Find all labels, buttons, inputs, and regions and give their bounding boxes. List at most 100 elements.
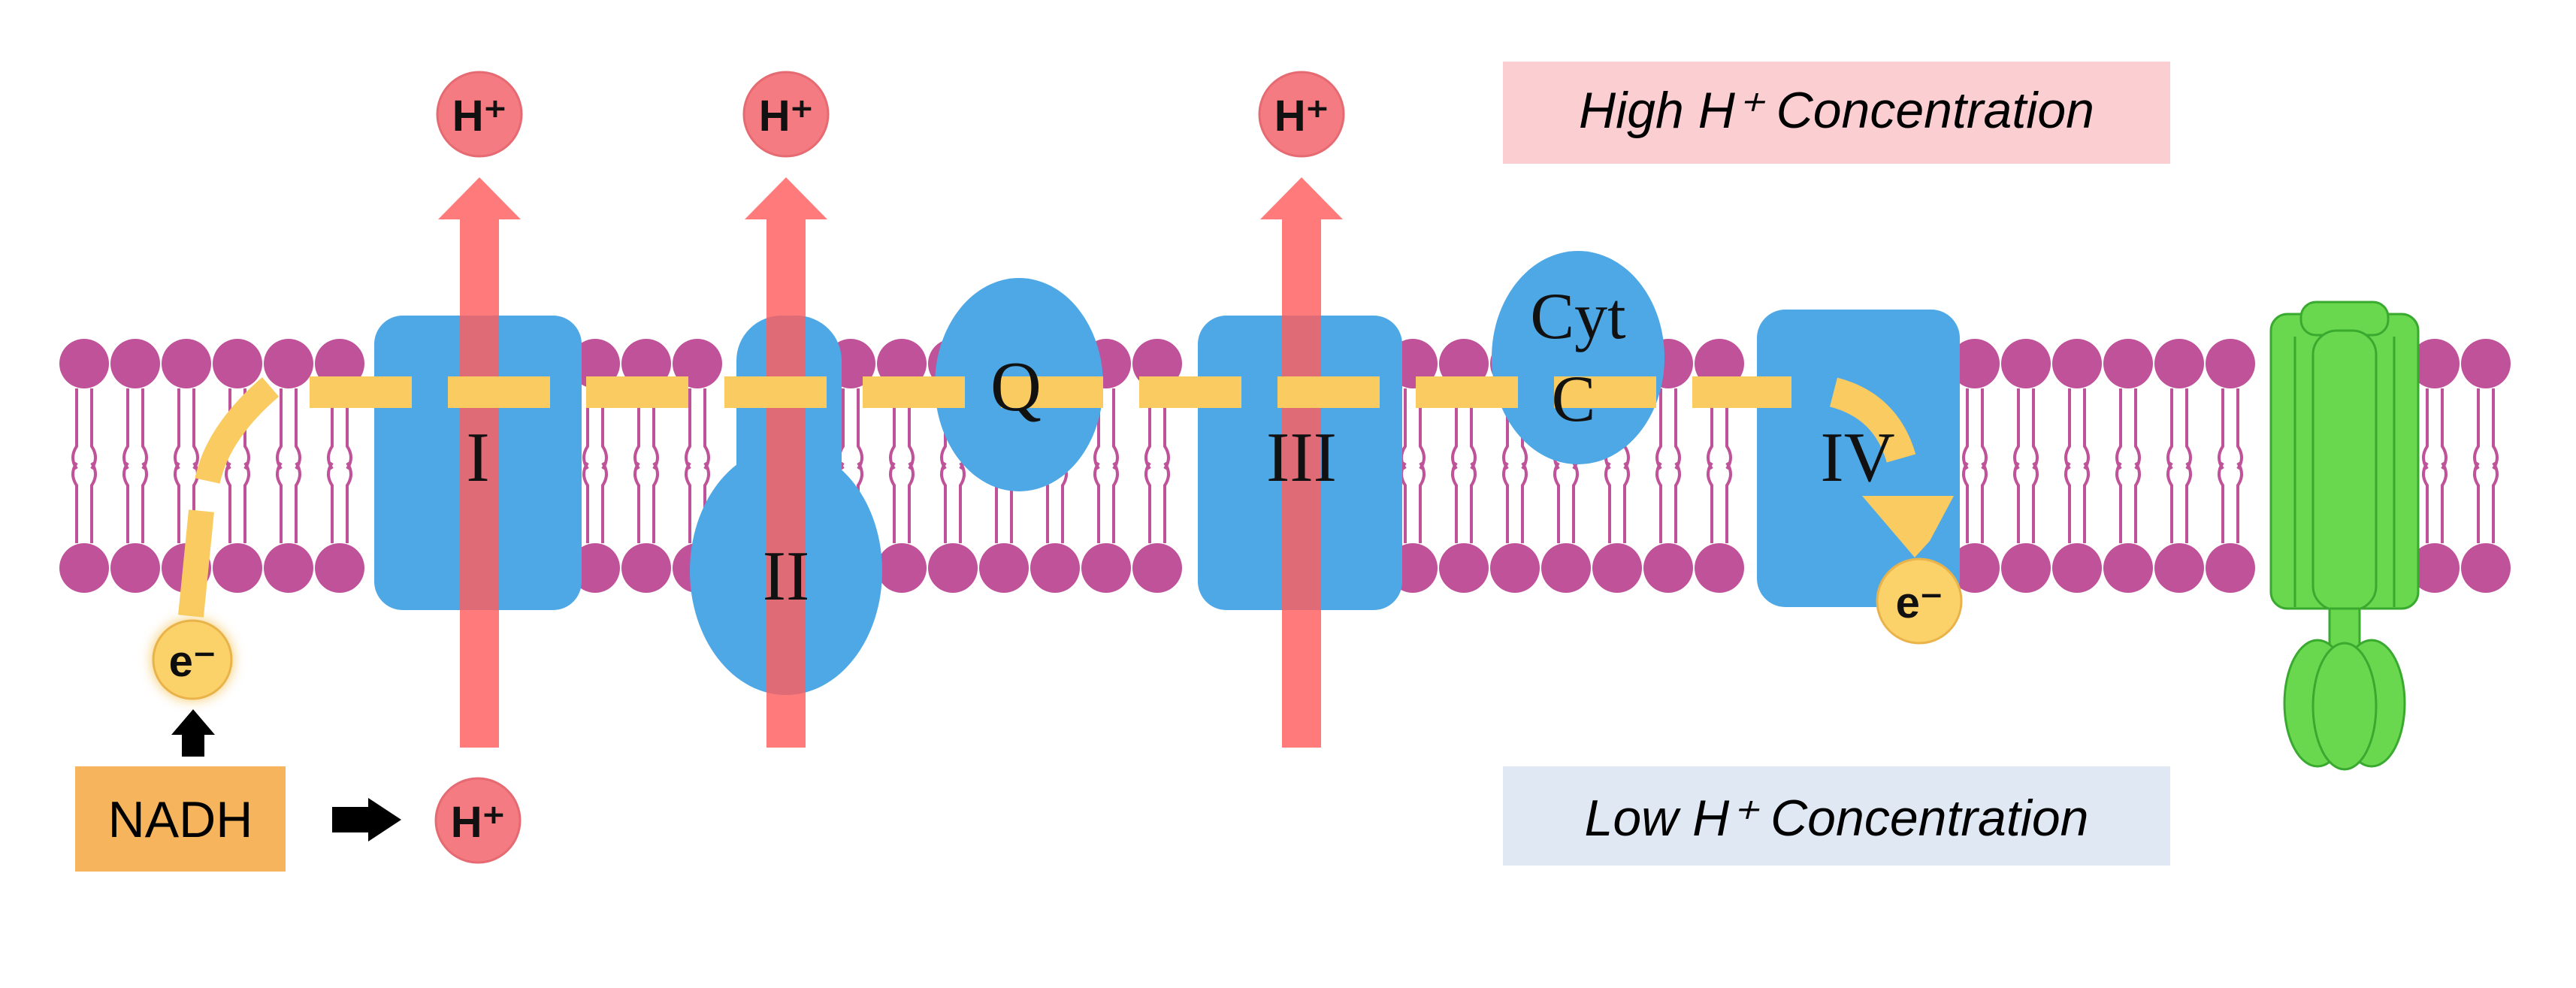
phospholipid-head <box>2461 339 2511 388</box>
phospholipid-head <box>2001 339 2051 388</box>
phospholipid-head <box>877 543 927 593</box>
phospholipid-head <box>213 543 262 593</box>
phospholipid-head <box>1439 543 1489 593</box>
phospholipid-tail <box>1093 388 1100 543</box>
phospholipid-head <box>2154 339 2204 388</box>
phospholipid-tail <box>1655 388 1662 543</box>
phospholipid-tail <box>2422 388 2429 543</box>
phospholipid-tail <box>889 388 896 543</box>
phospholipid-head <box>877 339 927 388</box>
phospholipid-head <box>110 543 160 593</box>
phospholipid-head <box>1439 339 1489 388</box>
phospholipid-tail <box>2166 388 2173 543</box>
phospholipid-tail <box>1502 388 1509 543</box>
phospholipid-head <box>979 543 1029 593</box>
phospholipid-tail <box>1112 388 1119 543</box>
low-concentration-box: Low H⁺ Concentration <box>1503 766 2170 866</box>
proton-badge-top-1-text: H⁺ <box>452 92 507 140</box>
phospholipid-tail <box>652 388 659 543</box>
phospholipid-tail <box>1419 388 1426 543</box>
phospholipid-head <box>2052 543 2102 593</box>
phospholipid-head <box>2206 543 2255 593</box>
phospholipid-head <box>2001 543 2051 593</box>
phospholipid-head <box>1132 543 1182 593</box>
phospholipid-tail <box>295 388 301 543</box>
phospholipid-tail <box>141 388 148 543</box>
phospholipid-tail <box>2441 388 2448 543</box>
phospholipid-head <box>570 339 620 388</box>
phospholipid-tail <box>1962 388 1969 543</box>
phospholipid-head <box>2154 543 2204 593</box>
phospholipid-head <box>2461 543 2511 593</box>
proton-arrow-3 <box>1260 177 1343 748</box>
complex-iv-label: IV <box>1820 418 1894 497</box>
proton-arrow-2 <box>745 177 827 748</box>
electron-exit-path <box>1829 377 1916 464</box>
phospholipid-tail <box>276 388 283 543</box>
phospholipid-tail <box>601 388 608 543</box>
phospholipid-tail <box>2492 388 2499 543</box>
proton-badge-top-2-text: H⁺ <box>759 92 814 140</box>
phospholipid-head <box>2103 339 2153 388</box>
nadh-box: NADH <box>75 766 286 872</box>
electron-badge-entry: e⁻ <box>152 619 233 700</box>
phospholipid-head <box>2206 339 2255 388</box>
nadh-label: NADH <box>108 791 253 848</box>
phospholipid-head <box>2410 543 2460 593</box>
phospholipid-tail <box>174 388 180 543</box>
high-concentration-box: High H⁺ Concentration <box>1503 62 2170 164</box>
right-arrow-icon <box>332 798 401 841</box>
phospholipid-head <box>1695 543 1744 593</box>
phospholipid-head <box>621 543 671 593</box>
complex-iii-label: III <box>1266 418 1337 497</box>
electron-path <box>178 376 1916 618</box>
phospholipid-tail <box>122 388 129 543</box>
electron-badge-entry-text: e⁻ <box>169 637 216 686</box>
phospholipid-head <box>928 543 978 593</box>
phospholipid-tail <box>2134 388 2141 543</box>
phospholipid-tail <box>2013 388 2020 543</box>
phospholipid-head <box>1081 543 1131 593</box>
high-concentration-label: High H⁺ Concentration <box>1579 82 2094 139</box>
phospholipid-tail <box>2236 388 2243 543</box>
phospholipid-tail <box>857 388 863 543</box>
electron-entry-path-lower <box>178 509 214 618</box>
phospholipid-tail <box>1707 388 1713 543</box>
electron-entry-path <box>195 377 280 484</box>
proton-arrow-1 <box>438 177 521 748</box>
phospholipid-head <box>673 339 722 388</box>
phospholipid-tail <box>346 388 352 543</box>
proton-badge-bottom: H⁺ <box>434 777 522 864</box>
cytochrome-label-line1: Cyt <box>1530 280 1625 353</box>
phospholipid-head <box>1592 543 1642 593</box>
electron-badge-exit-text: e⁻ <box>1896 579 1943 627</box>
phospholipid-tail <box>2083 388 2090 543</box>
phospholipid-head <box>1950 339 2000 388</box>
phospholipid-tail <box>2032 388 2039 543</box>
phospholipid-head <box>1030 543 1080 593</box>
proton-arrows <box>438 177 1343 748</box>
phospholipid-head <box>59 543 109 593</box>
phospholipid-tail <box>703 388 710 543</box>
phospholipid-tail <box>1674 388 1681 543</box>
up-arrow-icon <box>171 709 215 757</box>
phospholipid-tail <box>908 388 915 543</box>
cytochrome-label-line2: C <box>1552 363 1596 436</box>
phospholipid-tail <box>1144 388 1151 543</box>
phospholipid-tail <box>940 388 947 543</box>
electron-exit-arrowhead <box>1862 496 1954 557</box>
proton-badge-top-2: H⁺ <box>742 71 830 158</box>
phospholipid-head <box>213 339 262 388</box>
proton-badge-top-1: H⁺ <box>436 71 523 158</box>
proton-badge-top-3-text: H⁺ <box>1274 92 1329 140</box>
phospholipid-tail <box>243 388 250 543</box>
phospholipid-head <box>2103 543 2153 593</box>
phospholipid-head <box>1950 543 2000 593</box>
phospholipid-tail <box>2218 388 2224 543</box>
phospholipid-head <box>162 339 211 388</box>
phospholipid-head <box>621 339 671 388</box>
phospholipid-head <box>1132 339 1182 388</box>
phospholipid-head <box>1695 339 1744 388</box>
proton-badge-top-3: H⁺ <box>1258 71 1345 158</box>
